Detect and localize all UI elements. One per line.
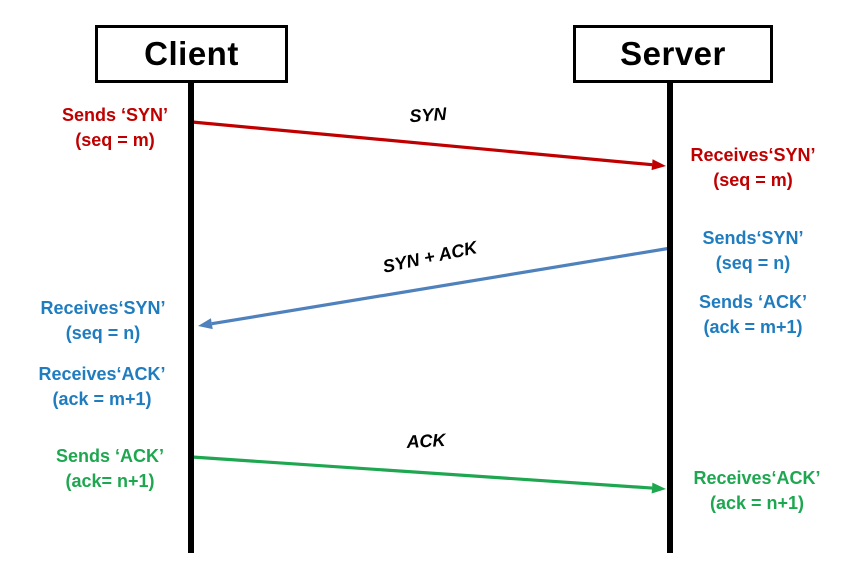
server-receives-ack-note: Receives‘ACK’ (ack = n+1) — [688, 466, 826, 516]
server-receives-syn-line2: (seq = m) — [713, 170, 793, 190]
ack-arrow — [191, 455, 653, 490]
server-sends-ack-line1: Sends ‘ACK’ — [698, 292, 808, 312]
syn-arrow-head — [651, 159, 666, 171]
client-actor-label: Client — [144, 35, 239, 72]
ack-arrow-head — [651, 482, 666, 494]
client-actor-box: Client — [95, 25, 288, 83]
server-actor-label: Server — [620, 35, 726, 72]
server-sends-syn-line1: Sends‘SYN’ — [702, 228, 804, 248]
client-receives-syn-note: Receives‘SYN’ (seq = n) — [26, 296, 180, 346]
client-sends-ack-line1: Sends ‘ACK’ — [55, 446, 165, 466]
client-receives-syn-line1: Receives‘SYN’ — [40, 298, 166, 318]
client-sends-syn-line2: (seq = m) — [75, 130, 155, 150]
server-sends-syn-note: Sends‘SYN’ (seq = n) — [688, 226, 818, 276]
ack-arrow-label: ACK — [405, 429, 446, 453]
client-lifeline — [188, 82, 194, 553]
client-receives-ack-note: Receives‘ACK’ (ack = m+1) — [22, 362, 182, 412]
server-receives-ack-line1: Receives‘ACK’ — [693, 468, 821, 488]
syn-ack-arrow-head — [198, 318, 213, 330]
syn-ack-arrow — [211, 246, 672, 326]
server-lifeline — [667, 82, 673, 553]
server-sends-ack-line2: (ack = m+1) — [703, 317, 803, 337]
syn-arrow-label: SYN — [408, 103, 448, 127]
server-sends-ack-note: Sends ‘ACK’ (ack = m+1) — [686, 290, 820, 340]
client-receives-syn-line2: (seq = n) — [65, 323, 141, 343]
server-receives-syn-line1: Receives‘SYN’ — [690, 145, 816, 165]
client-sends-syn-line1: Sends ‘SYN’ — [61, 105, 169, 125]
client-receives-ack-line2: (ack = m+1) — [52, 389, 152, 409]
syn-arrow — [191, 120, 653, 167]
server-actor-box: Server — [573, 25, 773, 83]
server-sends-syn-line2: (seq = n) — [715, 253, 791, 273]
server-receives-ack-line2: (ack = n+1) — [709, 493, 805, 513]
client-sends-ack-note: Sends ‘ACK’ (ack= n+1) — [33, 444, 187, 494]
client-sends-ack-line2: (ack= n+1) — [65, 471, 155, 491]
client-sends-syn-note: Sends ‘SYN’ (seq = m) — [30, 103, 200, 153]
server-receives-syn-note: Receives‘SYN’ (seq = m) — [688, 143, 818, 193]
client-receives-ack-line1: Receives‘ACK’ — [38, 364, 166, 384]
